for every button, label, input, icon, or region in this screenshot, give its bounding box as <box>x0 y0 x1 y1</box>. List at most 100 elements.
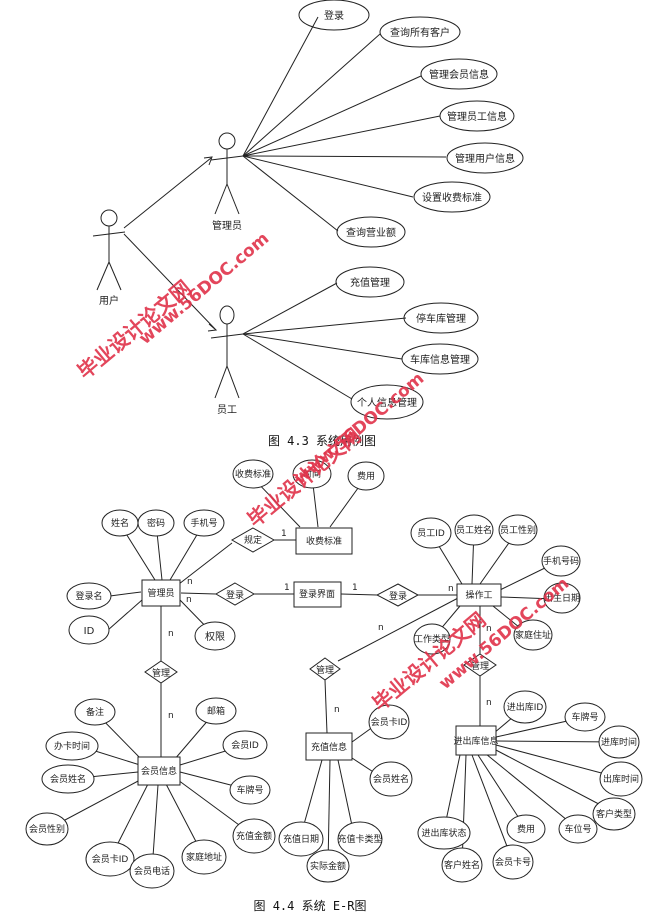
attr-label: 姓名 <box>111 517 129 529</box>
attr-label: 工作类型 <box>414 633 450 645</box>
attr-ellipse <box>181 839 227 875</box>
figure-caption-use-case: 图 4.3 系统用例图 <box>268 434 376 448</box>
attr-label: 出生日期 <box>544 592 580 604</box>
attr-label: 进出库ID <box>507 701 544 713</box>
attr-label: 员工姓名 <box>456 524 492 536</box>
attr-label: 权限 <box>205 630 225 643</box>
attr-label: 费用 <box>517 823 535 835</box>
uc-ellipse-11 <box>350 384 424 420</box>
attr-label: 邮箱 <box>207 705 225 717</box>
entity-box-login <box>293 581 342 608</box>
use-case-diagram <box>92 0 524 420</box>
attr-label: 进出库状态 <box>421 827 466 839</box>
actor-user-label: 用户 <box>99 294 119 307</box>
use-case-labels: 用户 管理员 员工 登录 查询所有客户 管理会员信息 管理员工信息 管理用户信息… <box>99 9 515 448</box>
attr-ellipse <box>369 761 413 797</box>
entity-box-recharge <box>305 732 353 761</box>
watermark-text: 毕业设计论文网 <box>73 275 196 383</box>
uc-label: 管理会员信息 <box>429 68 489 81</box>
entity-recharge: 充值信息 <box>311 741 347 753</box>
uc-ellipse-6 <box>413 181 491 213</box>
rel-login-a: 登录 <box>226 590 244 601</box>
entity-admin: 管理员 <box>147 587 174 599</box>
entity-inout: 进出库信息 <box>453 735 498 747</box>
rel-diamond-manage-b <box>309 657 341 681</box>
attr-label: 会员电话 <box>134 865 170 877</box>
attr-label: 车牌号 <box>236 784 263 796</box>
entity-box-member <box>137 756 181 786</box>
attr-ellipse <box>85 841 135 877</box>
uc-label: 查询所有客户 <box>390 26 450 39</box>
rel-diamond-rule <box>230 527 276 553</box>
attr-label: 收费标准 <box>235 468 271 480</box>
attr-label: 客户姓名 <box>444 859 480 871</box>
attr-ellipse <box>506 814 546 844</box>
entity-box-admin <box>141 579 181 607</box>
attr-label: 登录名 <box>75 590 102 602</box>
rel-manage-a: 管理 <box>152 667 170 679</box>
rel-diamond-manage-a <box>144 660 178 684</box>
er-diagram <box>25 459 643 889</box>
attr-ellipse <box>229 775 271 805</box>
attr-label: ID <box>84 626 95 637</box>
attr-ellipse <box>543 582 581 614</box>
attr-label: 出库时间 <box>603 773 639 785</box>
cardinality-label: 1 <box>281 529 287 539</box>
attr-ellipse <box>74 698 116 726</box>
attr-ellipse <box>25 812 69 846</box>
actor-user-icon <box>92 209 126 291</box>
attr-ellipse <box>194 621 236 651</box>
watermark-url: www.56DOC.com <box>135 229 273 349</box>
uc-ellipse-1 <box>298 0 370 31</box>
attr-ellipse <box>66 582 112 610</box>
watermarks: 毕业设计论文网 www.56DOC.com 毕业设计论文网 www.56DOC.… <box>73 229 573 716</box>
cardinality-label: 1 <box>284 583 290 593</box>
uc-ellipse-2 <box>379 16 461 48</box>
cardinality-label: n <box>168 629 174 639</box>
attr-label: 会员性别 <box>29 823 65 835</box>
rel-diamond-manage-c <box>463 653 497 677</box>
attr-ellipse <box>454 514 494 546</box>
attr-ellipse <box>413 623 451 655</box>
attr-ellipse <box>598 725 640 759</box>
uc-label: 充值管理 <box>350 276 390 289</box>
entity-operator: 操作工 <box>465 589 492 601</box>
entity-charge: 收费标准 <box>306 535 342 547</box>
attr-ellipse <box>337 821 383 857</box>
uc-ellipse-10 <box>401 343 479 375</box>
uc-ellipse-7 <box>336 216 406 248</box>
attr-label: 备注 <box>86 706 104 718</box>
attr-label: 费用 <box>357 470 375 482</box>
entity-box-inout <box>455 725 497 756</box>
attr-label: 会员卡号 <box>495 856 531 868</box>
attr-ellipse <box>564 702 606 732</box>
attr-ellipse <box>347 461 385 491</box>
attr-ellipse <box>195 697 237 725</box>
actor-staff-icon <box>210 305 244 399</box>
assoc-user-admin <box>123 157 212 229</box>
attr-ellipse <box>232 459 274 489</box>
attr-ellipse <box>558 814 598 844</box>
attr-label: 办卡时间 <box>54 740 90 752</box>
entity-box-operator <box>456 583 502 607</box>
attr-label: 车牌号 <box>571 711 598 723</box>
attr-ellipse <box>599 761 643 797</box>
attr-ellipse <box>503 690 547 724</box>
attr-ellipse <box>183 509 225 537</box>
uc-label: 管理员工信息 <box>447 110 507 123</box>
rel-manage-b: 管理 <box>316 664 334 676</box>
attr-label: 会员姓名 <box>50 773 86 785</box>
actor-admin-label: 管理员 <box>212 219 242 232</box>
attr-label: 车位号 <box>564 823 591 835</box>
uc-ellipse-9 <box>403 302 479 334</box>
attr-label: 充值金额 <box>236 830 272 842</box>
attr-label: 员工性别 <box>500 524 536 536</box>
attr-label: 实际金额 <box>310 860 346 872</box>
attr-ellipse <box>513 619 553 651</box>
attr-label: 会员卡ID <box>92 853 129 865</box>
figure-caption-er: 图 4.4 系统 E-R图 <box>253 899 366 913</box>
actor-staff-label: 员工 <box>217 404 237 416</box>
uc-label: 查询营业额 <box>346 226 396 239</box>
attr-label: 会员卡ID <box>371 716 408 728</box>
